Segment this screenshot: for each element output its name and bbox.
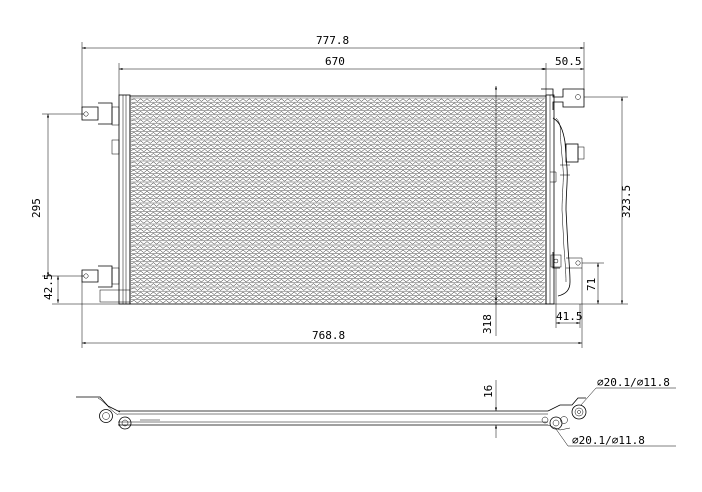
dim-right-offset: 50.5: [555, 55, 582, 68]
dimension-lines: [42, 42, 628, 348]
left-bracket-bottom: [81, 265, 113, 288]
refrigerant-pipe: [550, 117, 585, 297]
left-bracket-top: [81, 102, 113, 125]
dim-bottom-left: 42.5: [42, 274, 55, 301]
dimension-labels: 777.8 670 50.5 295 42.5 323.5 71 41.5 31…: [30, 34, 633, 342]
port-lower: [549, 416, 563, 430]
right-tank: [545, 94, 555, 305]
port-callouts: ⌀20.1/⌀11.8 ⌀20.1/⌀11.8: [555, 376, 676, 447]
port-upper-label: ⌀20.1/⌀11.8: [597, 376, 670, 389]
left-mount-bushing: [99, 409, 113, 423]
core-fins: [130, 97, 545, 304]
dim-overall-width: 777.8: [316, 34, 349, 47]
dim-center-mark: 318: [481, 314, 494, 334]
left-tank: [99, 94, 131, 305]
dim-bottom-width: 768.8: [312, 329, 345, 342]
dim-bottom-right-width: 41.5: [556, 310, 583, 323]
thickness-dimension: 16: [482, 380, 498, 438]
dim-left-height: 295: [30, 198, 43, 218]
right-bracket-bottom: [550, 252, 583, 269]
dim-thickness: 16: [482, 385, 495, 398]
front-view: [81, 88, 585, 305]
dim-core-width: 670: [325, 55, 345, 68]
port-lower-label: ⌀20.1/⌀11.8: [572, 434, 645, 447]
port-upper: [571, 404, 587, 420]
top-view: [76, 396, 587, 431]
right-bracket-top: [541, 88, 585, 110]
dim-right-height: 323.5: [620, 185, 633, 218]
dim-bottom-right-height: 71: [585, 278, 598, 291]
